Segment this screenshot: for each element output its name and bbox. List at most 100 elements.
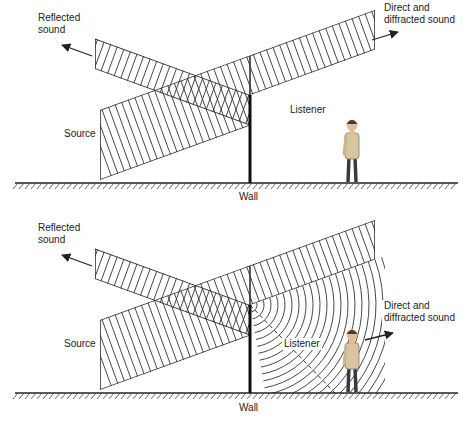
ground-hatch xyxy=(187,183,192,189)
panel xyxy=(13,0,458,267)
wavefronts xyxy=(56,0,441,267)
ground-hatch xyxy=(139,183,144,189)
ground-hatch xyxy=(373,183,378,189)
ground-hatch xyxy=(247,393,252,399)
wall-label: Wall xyxy=(237,402,260,414)
ground-hatch xyxy=(403,393,408,399)
ground-hatch xyxy=(205,393,210,399)
ground-hatch xyxy=(127,183,132,189)
ground-hatch xyxy=(277,393,282,399)
wall xyxy=(249,305,252,393)
reflected-label: Reflected sound xyxy=(36,222,92,246)
ground-hatch xyxy=(391,393,396,399)
ground-hatch xyxy=(313,183,318,189)
ground-hatch xyxy=(301,183,306,189)
arrow xyxy=(62,45,92,56)
ground-hatch xyxy=(337,393,342,399)
ground-hatch xyxy=(427,183,432,189)
ground-hatch xyxy=(379,183,384,189)
ground-hatch xyxy=(355,393,360,399)
ground-hatch xyxy=(295,393,300,399)
ground-hatch xyxy=(247,183,252,189)
ground-hatch xyxy=(235,393,240,399)
shadow-boundary xyxy=(250,305,335,393)
wall xyxy=(249,95,252,183)
ground-hatch xyxy=(361,393,366,399)
ground-hatch xyxy=(313,393,318,399)
ground-hatch xyxy=(259,393,264,399)
ground-hatch xyxy=(289,393,294,399)
ground-hatch xyxy=(79,183,84,189)
ground-hatch xyxy=(415,183,420,189)
ground-hatch xyxy=(421,393,426,399)
ground-hatch xyxy=(415,393,420,399)
diffracted-wavefronts xyxy=(251,252,404,425)
ground-hatch xyxy=(217,183,222,189)
ground-hatch xyxy=(235,183,240,189)
ground-hatch xyxy=(115,393,120,399)
ground-hatch xyxy=(349,393,354,399)
ground-hatch xyxy=(25,393,30,399)
ground-hatch xyxy=(91,393,96,399)
ground-hatch xyxy=(73,393,78,399)
ground-hatch xyxy=(325,393,330,399)
ground-hatch xyxy=(19,183,24,189)
ground-hatch xyxy=(253,183,258,189)
ground-hatch xyxy=(115,183,120,189)
ground-hatch xyxy=(163,183,168,189)
ground-hatch xyxy=(67,183,72,189)
wavefronts xyxy=(56,0,441,267)
ground-hatch xyxy=(199,183,204,189)
ground-hatch xyxy=(355,183,360,189)
listener-label: Listener xyxy=(282,338,322,350)
ground-hatch xyxy=(373,393,378,399)
ground-hatch xyxy=(289,183,294,189)
ground-hatch xyxy=(55,183,60,189)
ground-hatch xyxy=(265,393,270,399)
direct-label: Direct and diffracted sound xyxy=(382,2,470,26)
ground-hatch xyxy=(223,393,228,399)
ground-hatch xyxy=(169,183,174,189)
ground-hatch xyxy=(211,393,216,399)
ground-hatch xyxy=(31,183,36,189)
ground-hatch xyxy=(439,393,444,399)
listener-figure xyxy=(344,330,359,393)
ground-hatch xyxy=(127,393,132,399)
ground-hatch xyxy=(433,393,438,399)
ground-hatch xyxy=(169,393,174,399)
ground-hatch xyxy=(277,183,282,189)
ground-hatch xyxy=(43,183,48,189)
ground-hatch xyxy=(223,183,228,189)
ground-hatch xyxy=(307,393,312,399)
ground-hatch xyxy=(151,183,156,189)
ground-hatch xyxy=(163,393,168,399)
ground-hatch xyxy=(295,183,300,189)
ground-hatch xyxy=(157,393,162,399)
source-label: Source xyxy=(62,338,98,350)
wavefronts xyxy=(56,125,441,425)
ground-hatch xyxy=(409,183,414,189)
ground-hatch xyxy=(49,393,54,399)
ground-hatch xyxy=(133,183,138,189)
ground-hatch xyxy=(175,183,180,189)
ground-hatch xyxy=(73,183,78,189)
ground-hatch xyxy=(253,393,258,399)
ground-hatch xyxy=(229,183,234,189)
ground-hatch xyxy=(265,183,270,189)
ground-hatch xyxy=(433,183,438,189)
ground-hatch xyxy=(445,393,450,399)
ground-hatch xyxy=(283,393,288,399)
ground-hatch xyxy=(109,183,114,189)
ground-hatch xyxy=(343,183,348,189)
arrow xyxy=(372,32,398,40)
ground-hatch xyxy=(391,183,396,189)
ground-hatch xyxy=(427,393,432,399)
ground-hatch xyxy=(31,393,36,399)
ground-hatch xyxy=(241,393,246,399)
ground-hatch xyxy=(439,183,444,189)
ground-hatch xyxy=(175,393,180,399)
ground-hatch xyxy=(283,183,288,189)
ground-hatch xyxy=(421,183,426,189)
ground-hatch xyxy=(319,393,324,399)
